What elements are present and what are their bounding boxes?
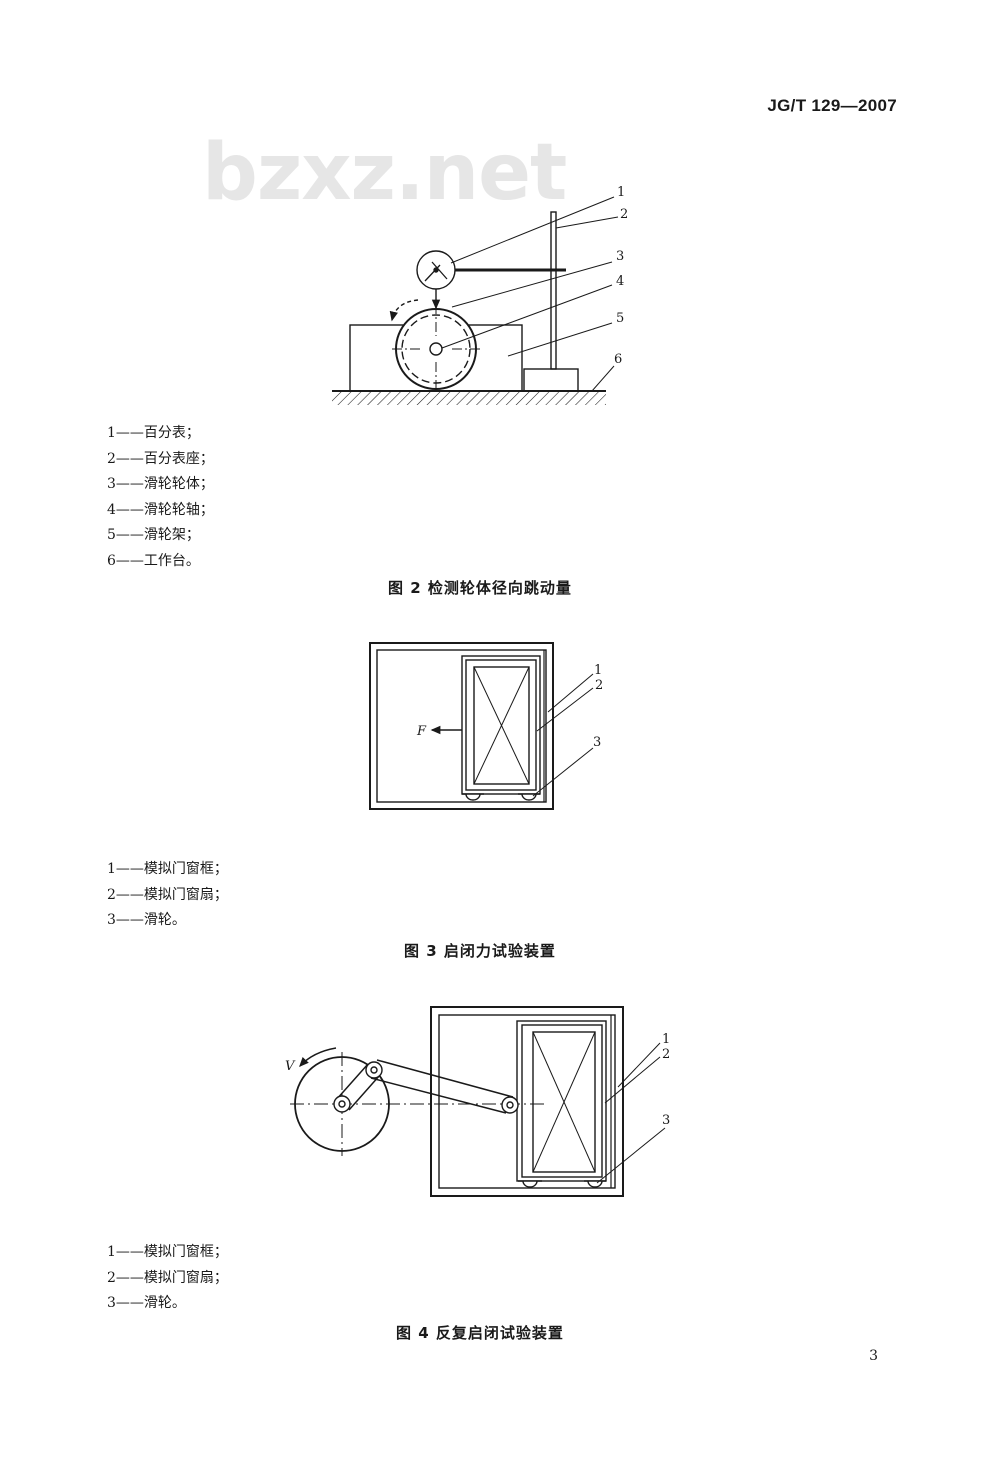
- crank-arm: [335, 1063, 381, 1111]
- legend-item: 6——工作台。: [107, 552, 200, 569]
- pulley-right-icon: [518, 793, 540, 801]
- figure2-diagram: [332, 196, 619, 405]
- legend-item: 5——滑轮架；: [107, 527, 200, 543]
- figure2-legend: 1——百分表； 2——百分表座； 3——滑轮轮体； 4——滑轮轮轴； 5——滑轮…: [107, 421, 214, 574]
- pulley-left-icon: [462, 793, 484, 801]
- force-label: F: [416, 724, 427, 739]
- simulated-frame-outer: [369, 642, 554, 810]
- pulley-left-icon: [518, 1180, 542, 1188]
- sash-pivot: [501, 1096, 519, 1114]
- simulated-sash-outer: [516, 1020, 607, 1182]
- gauge-stand-base: [523, 368, 579, 392]
- rotation-arrow-icon: [299, 1047, 337, 1068]
- simulated-frame-inner: [376, 649, 547, 803]
- figure4-diagram: [290, 1006, 666, 1197]
- figure3-caption: 图 3 启闭力试验装置: [404, 942, 556, 960]
- legend-item: 2——百分表座；: [107, 450, 214, 467]
- callout-2: 2: [595, 678, 603, 693]
- legend-item: 1——百分表；: [107, 425, 200, 441]
- callout-2: 2: [620, 207, 628, 222]
- legend-item: 2——模拟门窗扇；: [107, 886, 228, 903]
- simulated-sash: [521, 1024, 603, 1178]
- velocity-label: V: [285, 1059, 296, 1074]
- callout-4: 4: [616, 274, 624, 289]
- callout-6: 6: [614, 352, 622, 367]
- figure2-callouts: 1 2 3 4 5 6: [614, 185, 628, 367]
- figure2-caption: 图 2 检测轮体径向跳动量: [388, 579, 572, 597]
- callout-5: 5: [616, 311, 624, 326]
- callout-3: 3: [662, 1113, 670, 1128]
- callout-1: 1: [594, 663, 602, 678]
- figure4-caption: 图 4 反复启闭试验装置: [396, 1324, 564, 1342]
- sash-panel: [473, 666, 530, 785]
- callout-1: 1: [617, 185, 625, 200]
- watermark: bzxz.net: [202, 128, 567, 218]
- connecting-rod: [370, 1059, 514, 1114]
- legend-item: 1——模拟门窗框；: [107, 861, 228, 877]
- figure4-labels: V 1 2 3: [285, 1032, 670, 1128]
- simulated-sash: [465, 659, 537, 791]
- rotation-arrow-icon: [389, 299, 419, 322]
- legend-item: 4——滑轮轮轴；: [107, 501, 214, 518]
- crank-pivot: [333, 1095, 351, 1113]
- standard-code: JG/T 129—2007: [767, 96, 897, 115]
- callout-1: 1: [662, 1032, 670, 1047]
- sash-panel: [532, 1031, 596, 1173]
- pulley-axle: [429, 342, 443, 356]
- legend-item: 3——滑轮。: [107, 912, 186, 928]
- legend-item: 3——滑轮轮体；: [107, 476, 214, 492]
- figure3-legend: 1——模拟门窗框； 2——模拟门窗扇； 3——滑轮。: [107, 857, 228, 934]
- figure3-labels: F 1 2 3: [416, 663, 603, 750]
- worktable-hatch: [332, 391, 606, 405]
- simulated-sash-outer: [461, 655, 541, 795]
- simulated-frame-outer: [430, 1006, 624, 1197]
- callout-3: 3: [616, 249, 624, 264]
- legend-item: 3——滑轮。: [107, 1295, 186, 1311]
- dial-needle-icon: [424, 261, 448, 282]
- legend-item: 1——模拟门窗框；: [107, 1244, 228, 1260]
- page-number: 3: [869, 1348, 878, 1364]
- figure3-diagram: [369, 642, 594, 810]
- gauge-stand-pole: [550, 211, 557, 370]
- rod-pivot: [365, 1061, 383, 1079]
- figure4-legend: 1——模拟门窗框； 2——模拟门窗扇； 3——滑轮。: [107, 1240, 228, 1317]
- callout-2: 2: [662, 1047, 670, 1062]
- simulated-frame-inner: [438, 1014, 616, 1189]
- callout-3: 3: [593, 735, 601, 750]
- pulley-right-icon: [584, 1180, 606, 1188]
- legend-item: 2——模拟门窗扇；: [107, 1269, 228, 1286]
